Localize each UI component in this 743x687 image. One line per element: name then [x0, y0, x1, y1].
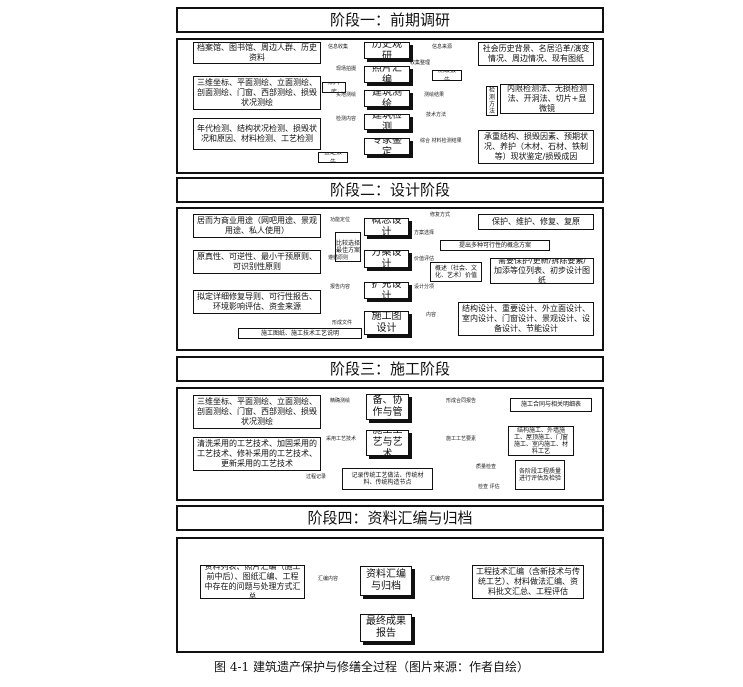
- stage1-detect-detail: 年代检测、结构状况检测、损毁状况和原因、材料检测、工艺检测: [193, 118, 321, 150]
- stage4-bottom: 最终成果报告: [360, 614, 412, 642]
- label-a2: 信息来源: [432, 44, 453, 50]
- stage1-detect-report: 鉴定报告: [318, 152, 348, 163]
- label-b9: 内容: [426, 312, 437, 318]
- label-a4: 现场拍摄: [336, 66, 357, 72]
- label-b7: 设计分项: [414, 284, 435, 290]
- label-d1: 汇编内容: [318, 576, 339, 582]
- stage1-expert-result: 承重结构、损毁因素、预期状况、养护（木材、石材、铁制等）现状鉴定/损毁成因: [478, 130, 594, 164]
- stage1-title: 阶段一：前期调研: [176, 7, 604, 33]
- stage2-bottom-box: 施工图纸、施工技术工艺说明: [238, 328, 362, 339]
- stage2-expand: 扩充设计: [364, 282, 409, 299]
- stage2-concept: 概念设计: [364, 218, 409, 236]
- label-b1: 功能定位: [330, 217, 351, 223]
- figure-caption: 图 4-1 建筑遗产保护与修缮全过程（图片来源：作者自绘）: [214, 660, 529, 674]
- label-a7: 检测内容: [336, 116, 357, 122]
- label-c1: 精确测绘: [330, 398, 351, 404]
- stage1-photo-lib: 照片库: [322, 82, 346, 93]
- stage1-survey: 建筑测绘: [364, 90, 410, 107]
- label-a9: 综合 材料检测结果: [420, 138, 462, 144]
- stage3-tech: 清洗采用的工艺技术、加固采用的工艺技术、修补采用的工艺技术、更新采用的工艺技术: [193, 437, 321, 471]
- stage2-purpose: 居而为商业用途（网吧用途、景观用途、私人使用）: [193, 214, 321, 238]
- stage3-record: 记录传统工艺做法、传统材料、传统构造节点: [342, 468, 433, 490]
- stage4-right: 工程技术汇编（含新技术与传统工艺）、材料做法汇编、资料批文汇总、工程评估: [472, 565, 584, 599]
- stage3-survey: 三维坐标、平面测绘、立面测绘、剖面测绘、门窗、西部测绘、损毁状况测绘: [193, 395, 321, 429]
- stage2-requirement: 需要保护/更新/拆除要素/加添等位列表、初步设计图纸: [490, 258, 594, 284]
- label-b8: 形成文件: [332, 320, 353, 326]
- stage4-title: 阶段四：资料汇编与归档: [176, 505, 604, 531]
- stage1-expert: 专家鉴定: [364, 138, 410, 155]
- stage2-detail: 结构设计、重要设计、外立面设计、室内设计、门窗设计、景观设计、设备设计、节能设计: [458, 302, 594, 336]
- stage1-detect: 建筑检测: [364, 114, 410, 130]
- stage1-detect-method: 内限检测法、无损检测法、开洞法、切片+显微镜: [500, 84, 594, 114]
- stage2-compare: 比较选择最佳方案: [335, 232, 361, 262]
- stage3-plan: 施工合同与相关明细表: [510, 398, 592, 412]
- stage2-construct: 施工图设计: [364, 311, 409, 335]
- stage4-left: 资料列表、照片汇编（施工前中后）、图纸汇编、工程中存在的问题与处理方式汇总: [200, 565, 305, 599]
- stage3-prep: 施工准备、协作与管理: [366, 394, 409, 420]
- label-b3: 方案选择: [414, 230, 435, 236]
- stage2-title: 阶段二：设计阶段: [176, 177, 604, 203]
- label-c2: 形成合同报告: [446, 398, 477, 404]
- label-a8: 测绘结果: [424, 92, 445, 98]
- label-b4: 遵循原则: [328, 255, 349, 261]
- label-c3: 采用工艺技术: [326, 436, 357, 442]
- label-b6: 报告内容: [330, 284, 351, 290]
- label-c5: 过程记录: [306, 474, 327, 480]
- stage3-content: 结构施工、外墙施工、屋顶施工、门窗施工、室内施工、材料工艺: [508, 426, 574, 456]
- stage4-center: 资料汇编与归档: [360, 566, 412, 596]
- label-c4: 施工工艺要素: [446, 436, 477, 442]
- label-a6: 技术方法: [426, 112, 447, 118]
- label-a5: 收集整理: [410, 60, 431, 66]
- label-c6: 质量检查: [476, 464, 497, 470]
- stage2-note: 提出多种可行性的概念方案: [440, 240, 550, 251]
- stage1-side-tag: 检测方法: [486, 86, 498, 116]
- stage2-value: 概述（社会、文化、艺术）价值: [430, 262, 482, 282]
- label-d2: 汇编内容: [430, 576, 451, 582]
- stage3-inspect: 各阶段工程质量进行评估及检验: [515, 460, 565, 490]
- label-b2: 修复方式: [430, 212, 451, 218]
- stage2-plan: 拟定详细修复导则、可行性报告、环境影响评估、资金来源: [193, 290, 321, 314]
- stage1-archive: 档案馆、图书馆、周边人群、历史资料: [193, 42, 321, 64]
- label-a1: 信息收集: [328, 44, 349, 50]
- stage2-scheme: 方案设计: [364, 250, 409, 268]
- stage1-photo: 照片汇编: [364, 66, 410, 83]
- stage1-survey-detail: 三维坐标、平面测绘、立面测绘、剖面测绘、门窗、西部测绘、损毁状况测绘: [193, 76, 321, 110]
- label-a3: 实地测绘: [336, 92, 357, 98]
- label-b5: 价值评估: [414, 256, 435, 262]
- stage1-report: 测绘报告: [432, 70, 462, 81]
- stage2-method: 保护、维护、修复、复原: [478, 214, 594, 230]
- stage3-title: 阶段三：施工阶段: [176, 356, 604, 382]
- stage1-history: 历史观研: [364, 42, 410, 59]
- label-c7: 检查 评估: [478, 484, 500, 490]
- stage3-craft: 施工工艺与艺术: [366, 430, 409, 456]
- stage1-history-result: 社会历史背景、名居沿革/演变情况、周边情况、现有图纸: [478, 42, 594, 66]
- stage2-principle: 原真性、可逆性、最小干预原则、可识别性原则: [193, 250, 321, 274]
